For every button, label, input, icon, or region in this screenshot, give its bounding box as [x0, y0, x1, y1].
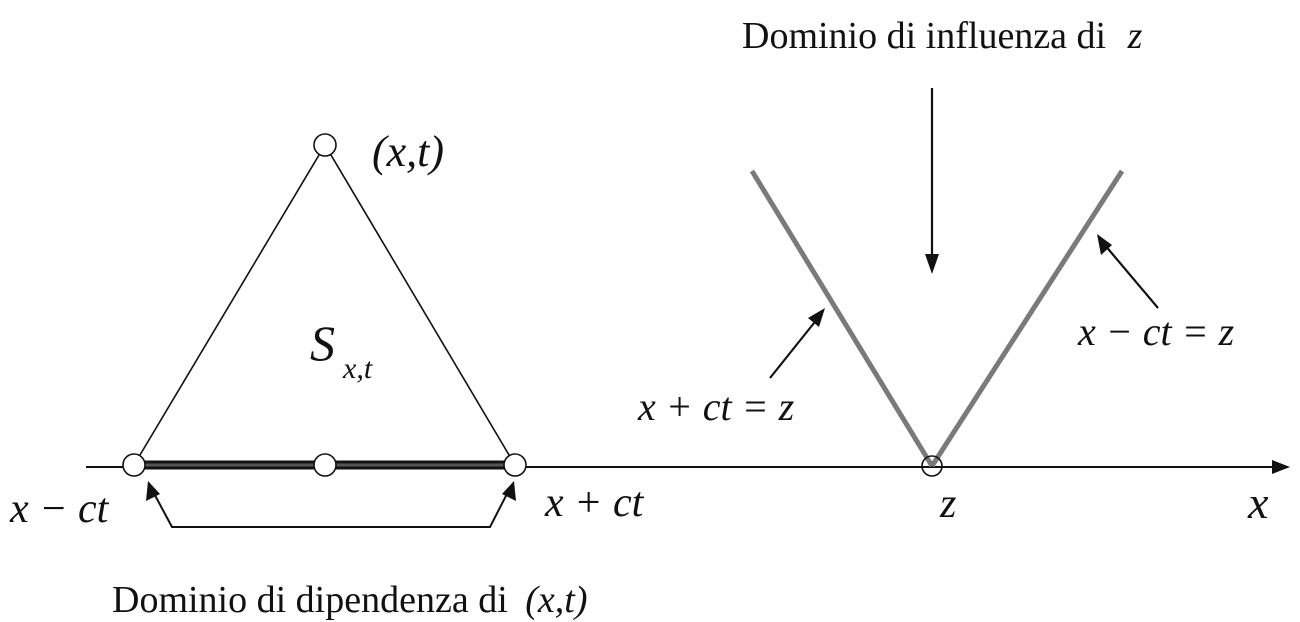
- apex-point: [313, 133, 337, 157]
- cone-line-minus: [929, 169, 1125, 468]
- minus-line-pointer-head: [1097, 234, 1112, 255]
- z-point: [921, 455, 943, 477]
- plus-line-pointer: [769, 317, 819, 379]
- minus-line-pointer: [1103, 243, 1159, 309]
- plus-line-pointer-head: [808, 308, 825, 327]
- bracket-arrowhead-left: [146, 481, 160, 501]
- region-symbol: S: [310, 315, 335, 371]
- dependence-bracket: [149, 485, 512, 528]
- influence-title: Dominio di influenza di z: [742, 15, 1143, 57]
- plus-line-label: x + ct = z: [637, 384, 795, 429]
- cone-line-plus: [749, 169, 935, 468]
- center-point: [313, 453, 337, 477]
- minus-line-label: x − ct = z: [1077, 309, 1235, 354]
- apex-label: (x,t): [372, 127, 444, 176]
- influence-arrowhead: [925, 254, 939, 274]
- left-endpoint-label: x − ct: [9, 486, 110, 532]
- left-endpoint-point: [122, 453, 146, 477]
- dependence-caption: Dominio di dipendenza di (x,t): [112, 579, 588, 621]
- x-axis-label: x: [1247, 477, 1269, 528]
- characteristic-triangle: [133, 143, 516, 466]
- right-endpoint-label: x + ct: [544, 480, 645, 526]
- region-subscript: x,t: [342, 352, 373, 385]
- bracket-arrowhead-right: [502, 481, 516, 501]
- x-axis-arrowhead: [1272, 460, 1290, 474]
- z-point-label: z: [939, 481, 956, 527]
- right-endpoint-point: [503, 453, 527, 477]
